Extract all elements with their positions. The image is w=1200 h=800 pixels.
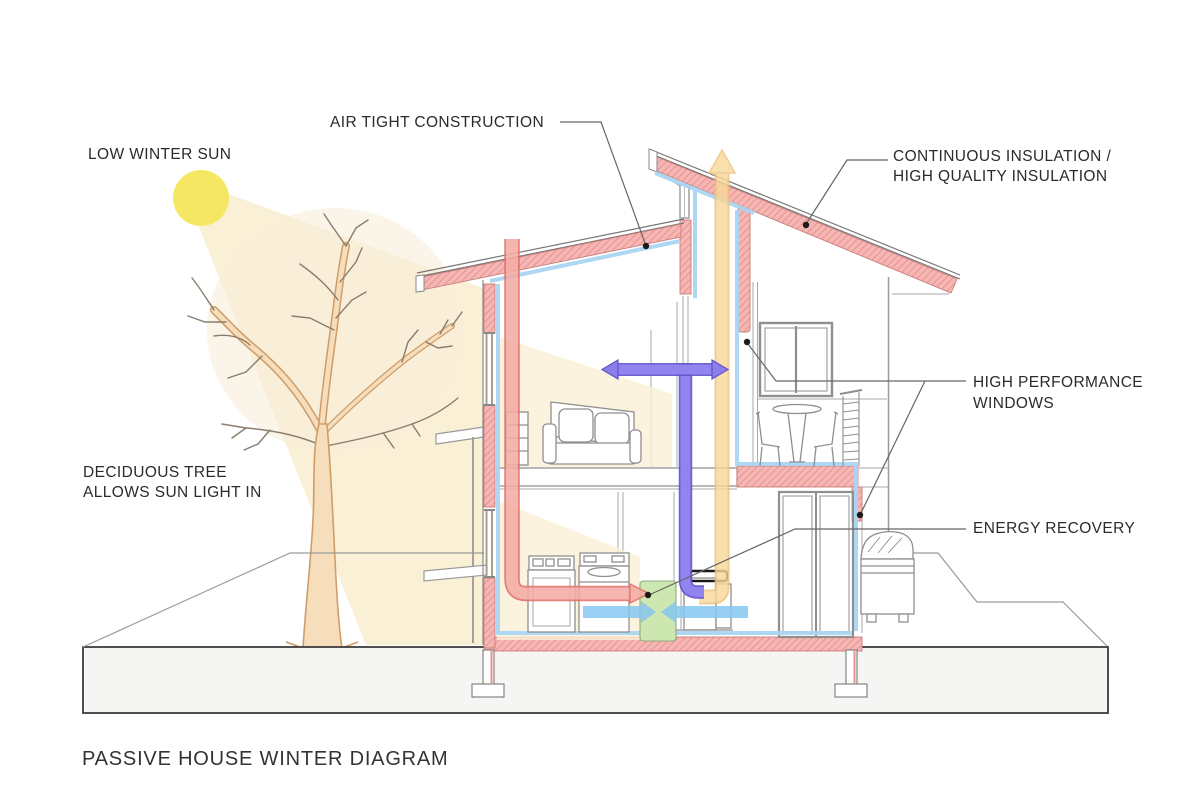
air-barrier-lines: [489, 171, 858, 635]
annotations: LOW WINTER SUN AIR TIGHT CONSTRUCTION CO…: [82, 114, 1143, 770]
left-roof: [415, 218, 685, 293]
label-continuous-insulation-line2: HIGH QUALITY INSULATION: [893, 168, 1107, 185]
balcony-railing: [839, 389, 863, 466]
sofa: [542, 401, 642, 465]
left-wall: [482, 280, 496, 649]
heat-pump-unit: [860, 530, 915, 623]
supply-arrowhead: [629, 582, 651, 605]
fresh-air-arrowhead-right: [661, 601, 676, 623]
transfer-arrowhead-left: [600, 358, 619, 381]
leader-lines: [560, 121, 966, 596]
label-deciduous-tree-line2: ALLOWS SUN LIGHT IN: [83, 484, 262, 501]
label-high-performance-line2: WINDOWS: [973, 395, 1054, 412]
label-energy-recovery: ENERGY RECOVERY: [973, 520, 1135, 537]
fresh-air-arrowhead-left: [641, 601, 656, 623]
high-performance-window-upper: [758, 321, 834, 398]
leader-dots: [642, 221, 864, 599]
mid-floor: [496, 465, 888, 488]
upper-right-wall-insulation: [737, 202, 751, 333]
balcony-insulated-slab: [736, 465, 859, 488]
diagram-title: PASSIVE HOUSE WINTER DIAGRAM: [82, 748, 449, 770]
label-continuous-insulation-line1: CONTINUOUS INSULATION /: [893, 148, 1111, 165]
high-performance-window-door: [777, 490, 855, 639]
supply-duct-red: [504, 239, 651, 605]
tree-trunk: [302, 423, 343, 649]
tree-twigs: [187, 213, 463, 451]
ventilation-system: [504, 148, 748, 642]
ground: [82, 552, 1109, 714]
sun: [173, 170, 229, 226]
label-high-performance-line1: HIGH PERFORMANCE: [973, 374, 1143, 391]
exhaust-arrowhead: [707, 148, 737, 174]
clerestory: [679, 184, 692, 295]
exhaust-duct-orange: [699, 148, 737, 605]
fresh-air-arrows: [583, 601, 748, 623]
label-air-tight-construction: AIR TIGHT CONSTRUCTION: [330, 114, 544, 131]
left-wall-glazing: [485, 333, 493, 577]
foundation-piers: [471, 649, 868, 698]
balcony-table-chairs: [755, 403, 839, 467]
transfer-arrowhead-right: [711, 358, 730, 381]
label-deciduous-tree-line1: DECIDUOUS TREE: [83, 464, 227, 481]
label-low-winter-sun: LOW WINTER SUN: [88, 146, 231, 163]
transfer-duct-purple: [600, 358, 730, 599]
deciduous-tree: [187, 208, 463, 649]
ground-perspective-lines: [82, 552, 1108, 648]
ground-slab: [82, 646, 1109, 714]
